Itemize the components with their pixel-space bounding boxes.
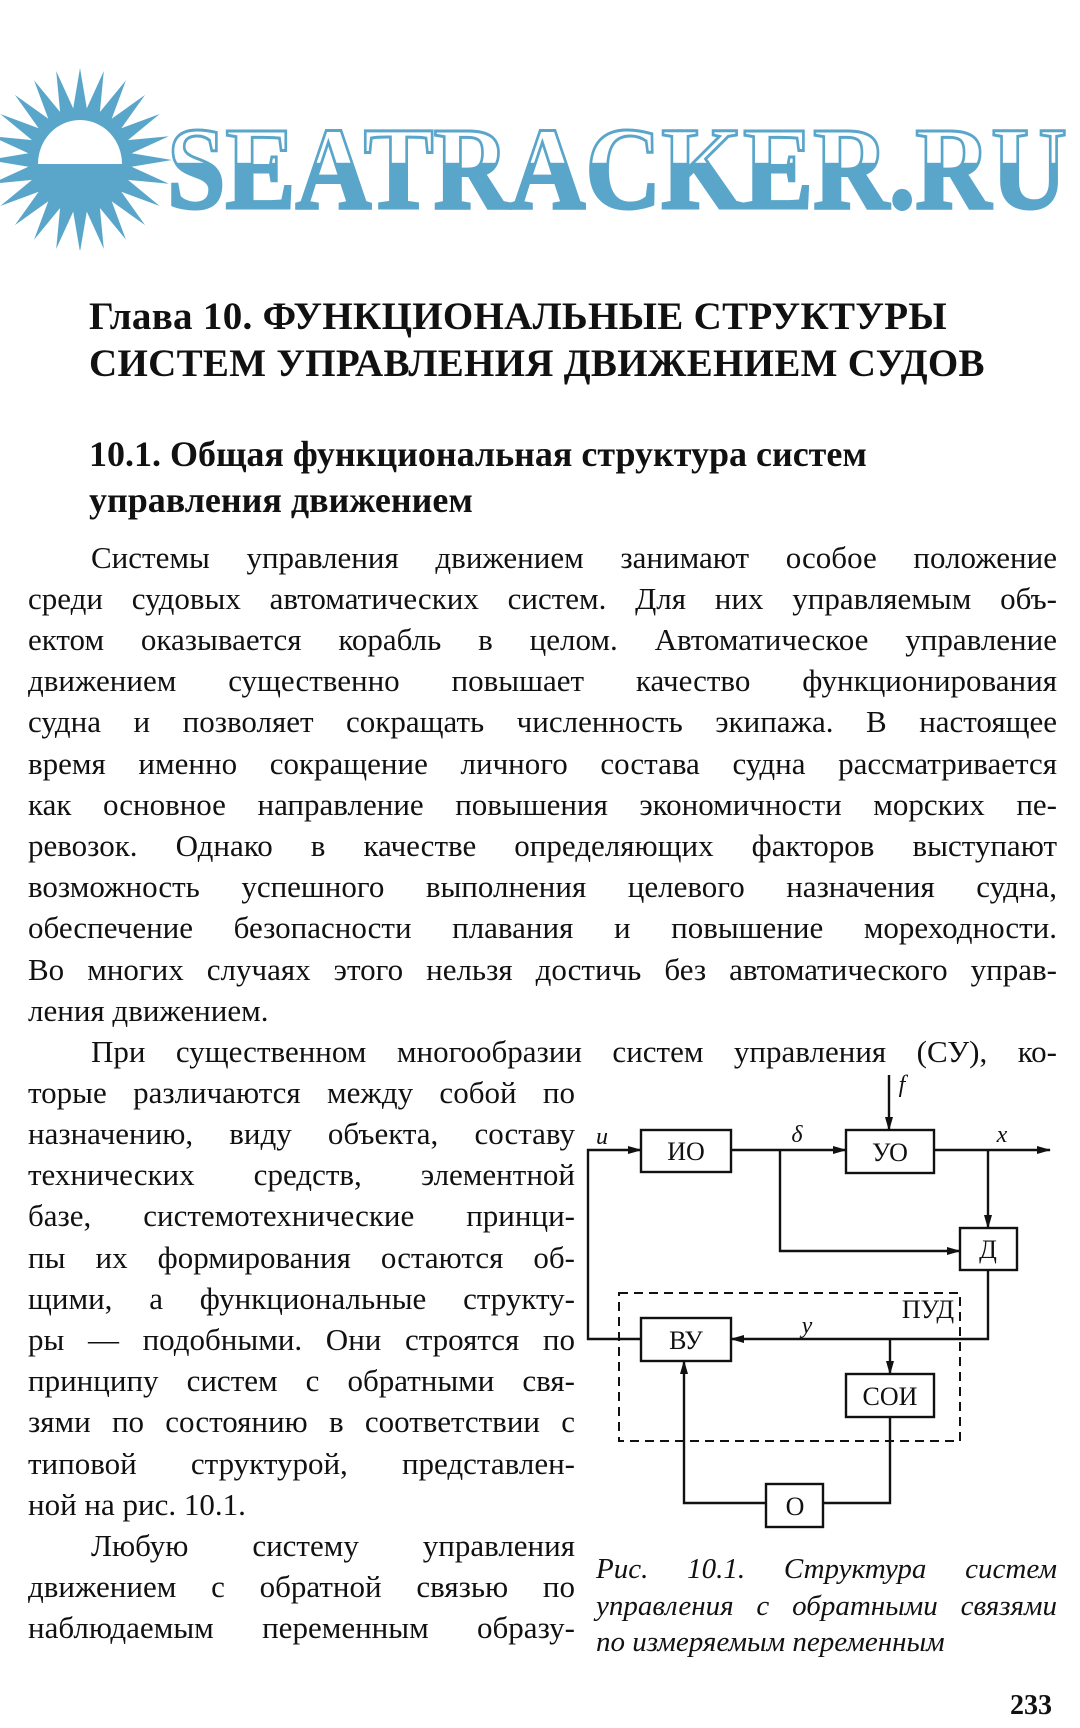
- block-o-label: О: [786, 1492, 805, 1521]
- block-d-label: Д: [979, 1235, 997, 1264]
- signal-f-label: f: [899, 1072, 909, 1098]
- body-line: ревозок. Однако в качестве определяющих …: [28, 828, 1057, 863]
- y-line: [730, 1270, 990, 1343]
- chapter-title-line-1: Глава 10. ФУНКЦИОНАЛЬНЫЕ СТРУКТУРЫ: [89, 295, 947, 338]
- body-line: щими, а функциональные структу-: [28, 1281, 575, 1316]
- body-line: движением с обратной связью по: [28, 1569, 575, 1604]
- body-line: ной на рис. 10.1.: [28, 1487, 246, 1522]
- delta-to-d-line: [778, 1150, 961, 1255]
- soi-to-o-line: [823, 1417, 892, 1505]
- signal-y-label: y: [800, 1313, 813, 1339]
- o-to-vu-line: [680, 1360, 766, 1505]
- signal-delta-label: δ: [791, 1122, 803, 1148]
- block-uo-label: УО: [872, 1138, 908, 1167]
- page-number: 233: [1010, 1690, 1052, 1721]
- figure-caption-line: по измеряемым переменным: [596, 1626, 945, 1658]
- section-title-line-2: управления движением: [89, 480, 473, 520]
- body-line: зями по состоянию в соответствии с: [28, 1404, 575, 1439]
- body-line: технических средств, элементной: [28, 1157, 575, 1192]
- body-line: принципу систем с обратными свя-: [28, 1363, 575, 1398]
- signal-x-label: x: [996, 1122, 1008, 1148]
- body-line: ления движением.: [28, 993, 269, 1028]
- body-line: ектом оказывается корабль в целом. Автом…: [28, 622, 1057, 657]
- body-line: Системы управления движением занимают ос…: [91, 540, 1057, 575]
- body-line: При существенном многообразии систем упр…: [91, 1034, 1057, 1069]
- figure-caption-line: управления с обратными связями: [596, 1590, 1057, 1622]
- body-line: обеспечение безопасности плавания и повы…: [28, 910, 1057, 945]
- pud-boundary: [618, 1292, 961, 1442]
- body-line: как основное направление повышения эконо…: [28, 787, 1057, 822]
- figure-caption-line: Рис. 10.1. Структура систем: [596, 1553, 1057, 1585]
- body-line: судна и позволяет сокращать численность …: [28, 704, 1057, 739]
- signal-u-label: u: [596, 1124, 608, 1150]
- body-line: торые различаются между собой по: [28, 1075, 575, 1110]
- block-o: [764, 1482, 825, 1529]
- block-io-label: ИО: [667, 1137, 705, 1166]
- body-line: Во многих случаях этого нельзя достичь б…: [28, 952, 1057, 987]
- body-line: время именно сокращение личного состава …: [28, 746, 1057, 781]
- body-line: назначению, виду объекта, составу: [28, 1116, 575, 1151]
- block-vu-label: ВУ: [669, 1326, 703, 1355]
- body-line: возможность успешного выполнения целевог…: [28, 869, 1057, 904]
- body-line: пы их формирования остаются об-: [28, 1240, 575, 1275]
- body-line: наблюдаемым переменным образу-: [28, 1610, 575, 1645]
- body-line: среди судовых автоматических систем. Для…: [28, 581, 1057, 616]
- body-line: ры — подобными. Они строятся по: [28, 1322, 575, 1357]
- section-title-line-1: 10.1. Общая функциональная структура сис…: [89, 434, 867, 474]
- body-line: Любую систему управления: [91, 1528, 575, 1563]
- u-input-line: [586, 1146, 642, 1341]
- pud-label: ПУД: [902, 1295, 955, 1324]
- body-line: базе, системотехнические принци-: [28, 1198, 575, 1233]
- body-line: типовой структурой, представлен-: [28, 1446, 575, 1481]
- body-line: движением существенно повышает качество …: [28, 663, 1057, 698]
- chapter-title-line-2: СИСТЕМ УПРАВЛЕНИЯ ДВИЖЕНИЕМ СУДОВ: [89, 342, 985, 385]
- block-soi-label: СОИ: [863, 1382, 918, 1411]
